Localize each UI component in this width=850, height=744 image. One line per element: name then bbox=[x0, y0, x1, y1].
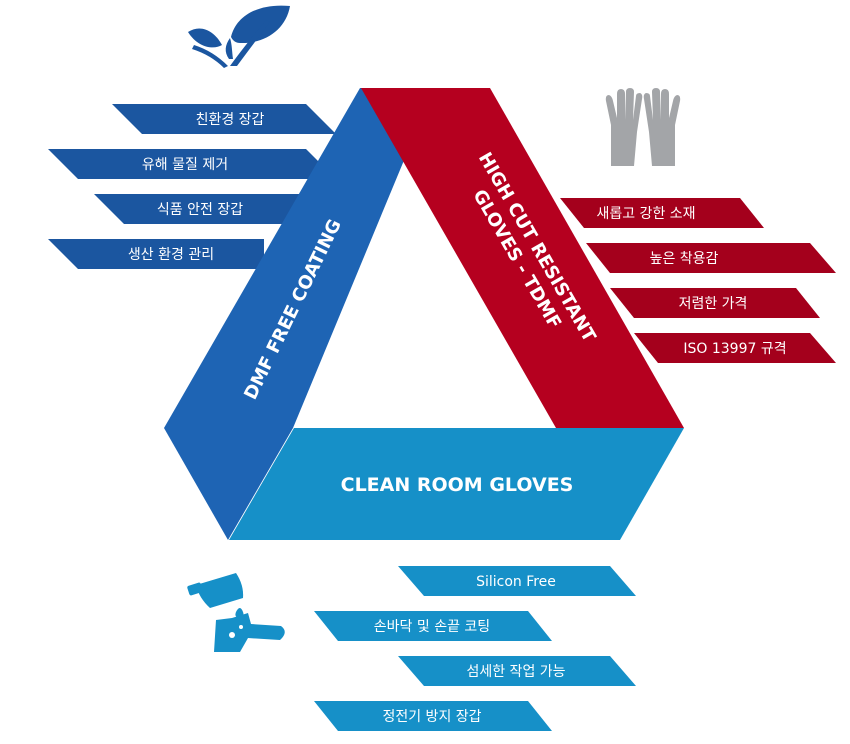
right-feature-ribbon bbox=[586, 243, 836, 273]
left-feature-ribbon bbox=[48, 149, 336, 179]
right-feature-ribbon bbox=[634, 333, 836, 363]
right-feature-label: 높은 착용감 bbox=[650, 251, 719, 267]
bottom-feature-ribbon bbox=[398, 566, 636, 596]
right-feature-ribbon bbox=[560, 198, 764, 228]
chemical-drop-icon bbox=[229, 625, 243, 638]
left-feature-ribbon bbox=[48, 239, 264, 269]
right-feature-label: ISO 13997 규격 bbox=[683, 341, 786, 357]
triangle-right-side bbox=[361, 88, 684, 428]
left-feature-label: 생산 환경 관리 bbox=[128, 247, 214, 263]
bottom-feature-label: 섬세한 작업 가능 bbox=[466, 664, 565, 680]
left-feature-ribbon bbox=[94, 194, 300, 224]
triangle-bottom-side-label: CLEAN ROOM GLOVES bbox=[341, 474, 574, 496]
gloves-icon bbox=[605, 88, 681, 166]
left-feature-label: 친환경 장갑 bbox=[196, 112, 265, 128]
right-feature-ribbon bbox=[610, 288, 820, 318]
bottom-feature-label: 손바닥 및 손끝 코팅 bbox=[374, 619, 490, 635]
left-feature-ribbon bbox=[112, 104, 336, 134]
chemical-hand-icon bbox=[187, 573, 285, 652]
left-feature-label: 유해 물질 제거 bbox=[142, 157, 228, 173]
right-feature-label: 저렴한 가격 bbox=[679, 296, 748, 312]
bottom-feature-ribbon bbox=[314, 701, 552, 731]
bottom-feature-label: 정전기 방지 장갑 bbox=[382, 709, 481, 725]
triangle-left-side bbox=[164, 88, 434, 540]
leaf-hand-icon bbox=[188, 5, 290, 68]
triangle-bottom-side bbox=[229, 428, 684, 540]
bottom-feature-ribbon bbox=[314, 611, 552, 641]
bottom-feature-ribbon bbox=[398, 656, 636, 686]
left-feature-label: 식품 안전 장갑 bbox=[157, 202, 243, 218]
right-feature-label: 새롭고 강한 소재 bbox=[596, 206, 695, 222]
bottom-feature-label: Silicon Free bbox=[476, 574, 556, 590]
